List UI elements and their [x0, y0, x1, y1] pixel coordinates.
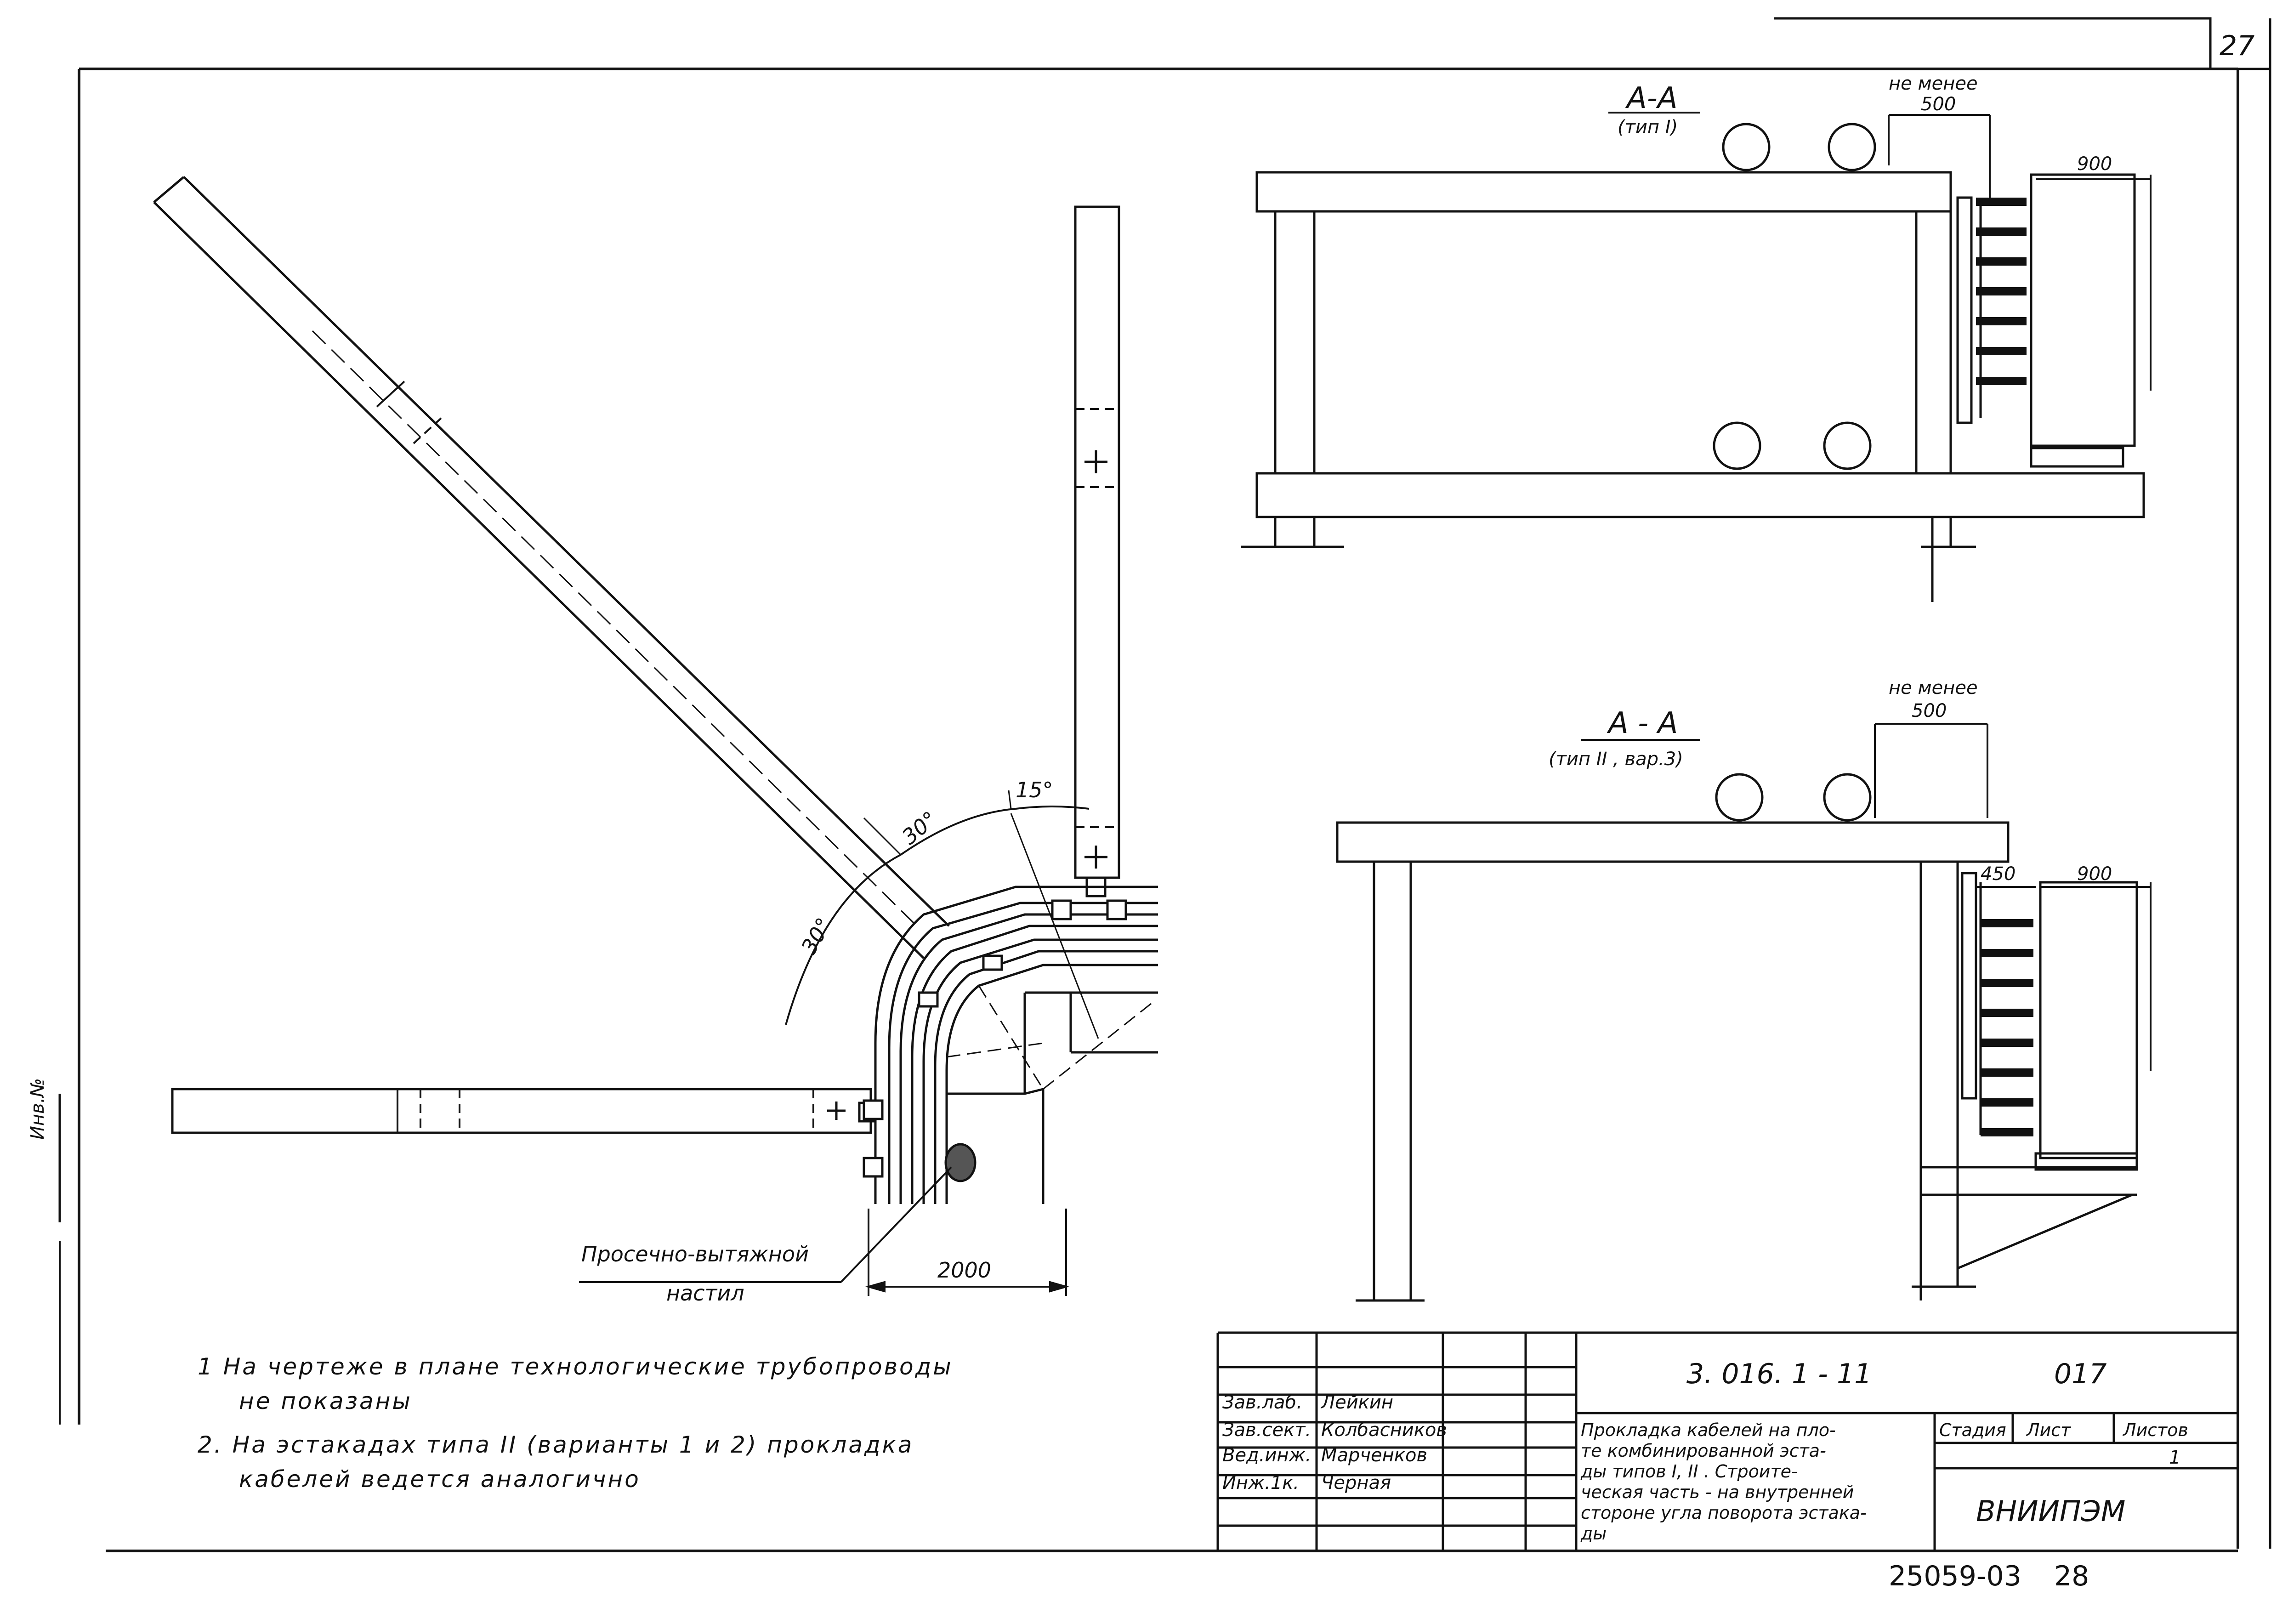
archive-number: 25059-03	[1889, 1560, 2021, 1592]
desc-line2: те комбинированной эста-	[1581, 1441, 1826, 1461]
note-1-line2: не показаны	[239, 1388, 412, 1414]
section1-clearance-value: 500	[1921, 94, 1956, 115]
callout-line1: Просечно-вытяжной	[581, 1242, 809, 1266]
section1-width-value: 900	[2077, 153, 2112, 175]
cable-rack	[1956, 173, 2136, 468]
section2-width-value: 900	[2077, 863, 2112, 885]
col-stage: Стадия	[1939, 1420, 2006, 1440]
angle-dimensions	[785, 790, 1099, 1039]
diagonal-trestle	[153, 176, 950, 959]
section1-subtitle: (тип I)	[1618, 117, 1678, 138]
note-2-line2: кабелей ведется аналогично	[239, 1466, 641, 1493]
angle-30-upper-label: 30°	[897, 806, 942, 850]
role-head-sector: Зав.сект.	[1222, 1420, 1311, 1441]
role-lead-engineer: Вед.инж.	[1222, 1445, 1311, 1466]
pipe	[1828, 123, 1876, 171]
sheet-frame	[58, 17, 2271, 1552]
pipe	[1823, 421, 1872, 470]
col-sheets: Листов	[2122, 1420, 2188, 1440]
callout-line2: настил	[666, 1281, 744, 1306]
pipe	[1713, 421, 1761, 470]
section1-title: A-A	[1625, 81, 1678, 115]
name-head-lab: Лейкин	[1320, 1392, 1393, 1413]
pipe	[1715, 773, 1764, 822]
role-head-lab: Зав.лаб.	[1222, 1392, 1302, 1413]
corner-platform	[863, 886, 1158, 1204]
name-head-sector: Колбасников	[1321, 1420, 1447, 1441]
doc-code: 3. 016. 1 - 11	[1686, 1358, 1872, 1390]
desc-line3: ды типов I, II . Строите-	[1580, 1461, 1798, 1482]
section2-clearance-label: не менее	[1889, 677, 1978, 698]
plan-view: 15° 30° 30° 2000 Просечно-вытяжной насти…	[153, 176, 1158, 1306]
desc-line4: ческая часть - на внутренней	[1581, 1482, 1854, 1502]
desc-line6: ды	[1580, 1523, 1607, 1544]
section1-clearance-label: не менее	[1889, 73, 1978, 94]
section2-clearance-value: 500	[1912, 700, 1947, 721]
grating-callout	[579, 1166, 952, 1283]
width-2000-label: 2000	[937, 1258, 991, 1283]
sheets-value: 1	[2169, 1447, 2180, 1468]
sheet-code: 017	[2054, 1358, 2107, 1390]
title-block	[1216, 1331, 2238, 1551]
organization: ВНИИПЭМ	[1976, 1494, 2125, 1528]
pipe	[1823, 773, 1872, 822]
desc-line5: стороне угла поворота эстака-	[1581, 1503, 1867, 1523]
width-dimension	[865, 1209, 1070, 1296]
inventory-stamp: Инв.№	[27, 1078, 48, 1140]
section2-title: A - A	[1607, 706, 1678, 740]
angle-15-label: 15°	[1016, 778, 1053, 802]
section-type1: A-A (тип I)	[1241, 73, 2152, 602]
cable-bundle	[1981, 919, 2033, 1136]
desc-line1: Прокладка кабелей на пло-	[1581, 1420, 1836, 1440]
pipe	[1722, 123, 1771, 171]
section-type2: A - A (тип II , вар.3)	[1336, 677, 2152, 1302]
page-number: 27	[2220, 30, 2254, 62]
name-engineer: Черная	[1321, 1472, 1391, 1493]
col-sheet: Лист	[2026, 1420, 2072, 1440]
cable-bundle	[1976, 198, 2027, 385]
role-engineer: Инж.1к.	[1222, 1472, 1299, 1493]
footer-page: 28	[2054, 1560, 2089, 1592]
section2-inner-value: 450	[1981, 863, 2015, 885]
name-lead-engineer: Марченков	[1321, 1445, 1427, 1466]
cable-rack	[1961, 872, 2138, 1171]
vertical-trestle	[1074, 205, 1120, 897]
note-2-line1: 2. На эстакадах типа II (варианты 1 и 2)…	[198, 1431, 914, 1458]
section2-subtitle: (тип II , вар.3)	[1549, 749, 1683, 770]
horizontal-trestle	[171, 1088, 874, 1134]
note-1-line1: 1 На чертеже в плане технологические тру…	[198, 1353, 953, 1380]
